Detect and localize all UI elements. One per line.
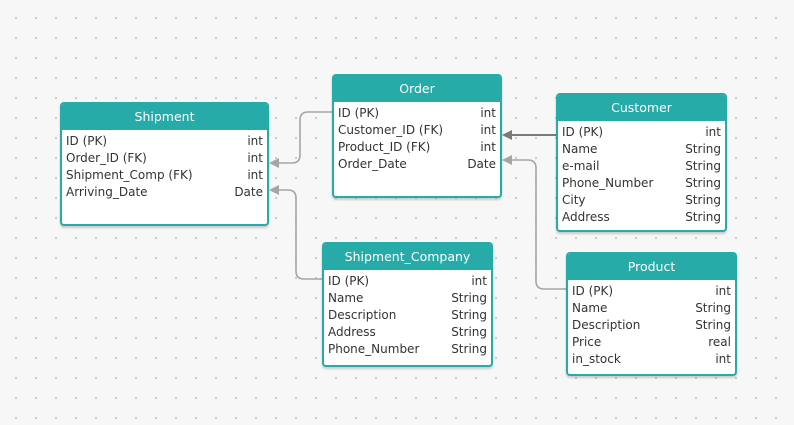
field-row[interactable]: Order_ID (FK) int [66,150,263,167]
field-type: int [480,106,496,120]
field-type: String [685,176,721,190]
arrowhead-icon [269,158,279,168]
field-type: String [685,142,721,156]
connector-order-to-shipment[interactable] [278,111,332,164]
field-row[interactable]: Shipment_Comp (FK) int [66,167,263,184]
field-name: in_stock [572,352,621,366]
field-type: Date [234,185,263,199]
field-name: City [562,193,586,207]
field-name: Order_Date [338,157,407,171]
field-row[interactable]: Address String [562,209,721,226]
field-name: ID (PK) [328,274,370,288]
field-name: Description [572,318,641,332]
field-type: String [451,308,487,322]
field-type: String [695,318,731,332]
field-type: String [451,342,487,356]
entity-title: Shipment_Company [324,244,491,270]
field-row[interactable]: ID (PK) int [562,124,721,141]
entity-title: Shipment [62,104,267,130]
field-row[interactable]: in_stock int [572,351,731,368]
field-name: Phone_Number [328,342,420,356]
field-type: String [451,291,487,305]
field-name: Shipment_Comp (FK) [66,168,193,182]
field-row[interactable]: Description String [328,307,487,324]
field-type: int [480,123,496,137]
field-name: Price [572,335,602,349]
field-row[interactable]: Phone_Number String [328,341,487,358]
field-row[interactable]: Name String [572,300,731,317]
field-name: Arriving_Date [66,185,148,199]
field-row[interactable]: Price real [572,334,731,351]
field-type: String [451,325,487,339]
field-name: Order_ID (FK) [66,151,147,165]
arrowhead-icon [502,155,512,165]
field-type: Date [467,157,496,171]
field-type: String [685,193,721,207]
arrowhead-icon [502,130,512,140]
field-name: Name [572,301,608,315]
field-row[interactable]: Address String [328,324,487,341]
field-row[interactable]: Phone_Number String [562,175,721,192]
arrowhead-icon [269,185,279,195]
entity-title: Product [568,254,735,280]
field-type: int [715,284,731,298]
field-row[interactable]: Description String [572,317,731,334]
field-row[interactable]: Product_ID (FK) int [338,139,496,156]
field-type: int [715,352,731,366]
field-name: ID (PK) [338,106,380,120]
field-type: real [708,335,731,349]
field-name: Name [562,142,598,156]
entity-title: Order [334,76,500,102]
connector-product-to-order[interactable] [511,159,566,290]
field-name: Address [328,325,376,339]
field-name: ID (PK) [572,284,614,298]
field-row[interactable]: City String [562,192,721,209]
field-row[interactable]: ID (PK) int [572,283,731,300]
field-type: int [471,274,487,288]
field-type: int [247,134,263,148]
field-row[interactable]: Name String [328,290,487,307]
field-name: Description [328,308,397,322]
connector-shipment-company-to-shipment[interactable] [278,189,322,280]
field-row[interactable]: ID (PK) int [66,133,263,150]
field-name: e-mail [562,159,600,173]
field-type: String [695,301,731,315]
field-type: String [685,159,721,173]
field-type: int [247,151,263,165]
field-type: int [480,140,496,154]
field-name: Customer_ID (FK) [338,123,444,137]
field-type: String [685,210,721,224]
field-name: Product_ID (FK) [338,140,431,154]
field-name: Name [328,291,364,305]
field-name: ID (PK) [66,134,108,148]
field-row[interactable]: Name String [562,141,721,158]
field-name: Phone_Number [562,176,654,190]
field-row[interactable]: e-mail String [562,158,721,175]
field-row[interactable]: ID (PK) int [328,273,487,290]
field-row[interactable]: Customer_ID (FK) int [338,122,496,139]
field-row[interactable]: Order_Date Date [338,156,496,173]
field-row[interactable]: Arriving_Date Date [66,184,263,201]
entity-title: Customer [558,95,725,121]
field-type: int [247,168,263,182]
field-name: ID (PK) [562,125,604,139]
field-row[interactable]: ID (PK) int [338,105,496,122]
field-name: Address [562,210,610,224]
field-type: int [705,125,721,139]
